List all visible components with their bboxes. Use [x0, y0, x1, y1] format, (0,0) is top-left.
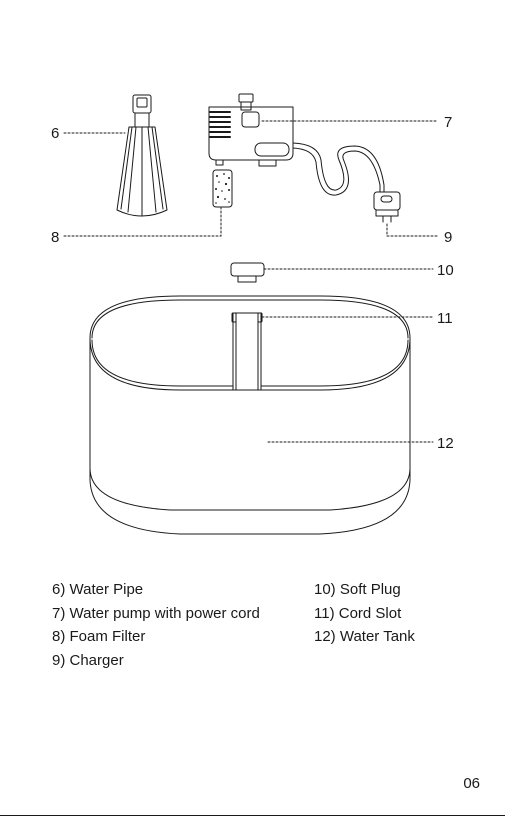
water-pipe-drawing	[117, 95, 167, 216]
callout-6: 6	[51, 125, 59, 142]
legend-item-water-tank: 12) Water Tank	[314, 625, 415, 649]
legend-item-water-pump: 7) Water pump with power cord	[52, 602, 260, 626]
legend-item-cord-slot: 11) Cord Slot	[314, 602, 415, 626]
legend-column-left: 6) Water Pipe 7) Water pump with power c…	[52, 578, 260, 672]
water-tank-drawing	[90, 296, 410, 534]
callout-12: 12	[437, 435, 454, 452]
exploded-parts-diagram: 6 7 8 9 10 11 12	[0, 0, 505, 560]
parts-legend: 6) Water Pipe 7) Water pump with power c…	[0, 578, 505, 678]
soft-plug-drawing	[231, 263, 264, 282]
page-number: 06	[463, 775, 480, 792]
legend-item-soft-plug: 10) Soft Plug	[314, 578, 415, 602]
legend-column-right: 10) Soft Plug 11) Cord Slot 12) Water Ta…	[314, 578, 415, 649]
callout-10: 10	[437, 262, 454, 279]
foam-filter-drawing	[213, 170, 232, 207]
callout-11: 11	[437, 310, 453, 327]
callout-7: 7	[444, 114, 452, 131]
legend-item-foam-filter: 8) Foam Filter	[52, 625, 260, 649]
bottom-rule	[0, 815, 505, 816]
legend-item-water-pipe: 6) Water Pipe	[52, 578, 260, 602]
water-pump-drawing	[209, 94, 400, 222]
legend-item-charger: 9) Charger	[52, 649, 260, 673]
callout-9: 9	[444, 229, 452, 246]
callout-8: 8	[51, 229, 59, 246]
